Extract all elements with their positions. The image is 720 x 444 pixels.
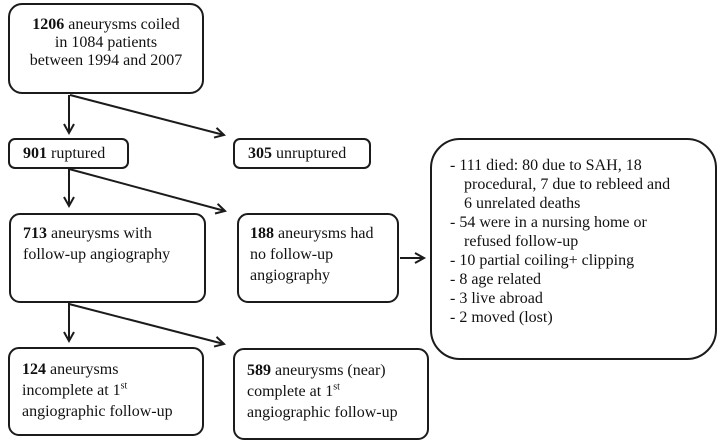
box-901-ruptured: 901 ruptured — [8, 138, 129, 169]
box-no-followup-reasons: - 111 died: 80 due to SAH, 18 procedural… — [430, 138, 717, 360]
box-line: incomplete at 1st — [22, 380, 190, 401]
count-bold: 124 — [22, 361, 46, 378]
box-line: angiography — [250, 267, 330, 284]
box-text: aneurysms coiled — [64, 16, 180, 33]
count-bold: 713 — [23, 225, 47, 242]
box-line: angiographic follow-up — [247, 404, 398, 421]
arrow-followup-to-complete — [68, 303, 226, 348]
box-713-followup: 713 aneurysms with follow-up angiography — [9, 213, 206, 303]
reason-line: 6 unrelated deaths — [464, 195, 581, 212]
box-text: incomplete at 1 — [22, 382, 121, 399]
box-text: aneurysms (near) — [271, 362, 386, 379]
box-line: no follow-up — [250, 246, 334, 263]
reason-line: procedural, 7 due to rebleed and — [464, 176, 671, 193]
box-line: 901 ruptured — [23, 144, 105, 164]
ordinal-superscript: st — [120, 380, 128, 392]
reason-line: - 111 died: 80 due to SAH, 18 — [450, 157, 642, 174]
box-188-no-followup: 188 aneurysms had no follow-up angiograp… — [237, 213, 399, 303]
count-bold: 1206 — [32, 16, 65, 33]
arrow-coiled-to-unruptured — [69, 94, 226, 139]
box-text: aneurysms had — [274, 225, 374, 242]
box-line: complete at 1st — [247, 381, 415, 402]
box-line: in 1084 patients — [54, 34, 158, 51]
arrow-ruptured-to-no-followup — [68, 168, 227, 215]
box-line: 124 aneurysms — [22, 359, 190, 380]
box-text: aneurysms with — [47, 225, 152, 242]
box-1206-coiled: 1206 aneurysms coiled in 1084 patients b… — [8, 3, 204, 94]
reason-line: - 10 partial coiling+ clipping — [450, 252, 635, 269]
box-line: 713 aneurysms with — [23, 223, 192, 244]
box-line: 188 aneurysms had — [250, 223, 386, 244]
box-589-complete: 589 aneurysms (near) complete at 1st ang… — [233, 348, 429, 440]
count-bold: 305 — [248, 144, 272, 162]
box-line: 1206 aneurysms coiled — [10, 16, 202, 34]
count-bold: 901 — [23, 144, 47, 162]
reason-line: refused follow-up — [464, 233, 579, 250]
reason-line: - 8 age related — [450, 271, 542, 288]
box-line: between 1994 and 2007 — [29, 52, 183, 69]
ordinal-superscript: st — [333, 381, 340, 393]
box-text: ruptured — [47, 144, 106, 162]
reason-line: - 2 moved (lost) — [450, 309, 553, 326]
reason-line: - 3 live abroad — [450, 290, 543, 307]
box-305-unruptured: 305 unruptured — [233, 138, 371, 169]
count-bold: 188 — [250, 225, 274, 242]
box-124-incomplete: 124 aneurysms incomplete at 1st angiogra… — [8, 347, 204, 436]
box-text: complete at 1 — [247, 383, 334, 400]
box-line: 305 unruptured — [248, 144, 346, 164]
box-line: angiographic follow-up — [22, 403, 173, 420]
box-line: 589 aneurysms (near) — [247, 360, 415, 381]
count-bold: 589 — [247, 362, 271, 379]
reason-line: - 54 were in a nursing home or — [450, 214, 647, 231]
box-line: follow-up angiography — [23, 246, 171, 263]
box-text: unruptured — [272, 144, 347, 162]
box-text: aneurysms — [46, 361, 119, 378]
